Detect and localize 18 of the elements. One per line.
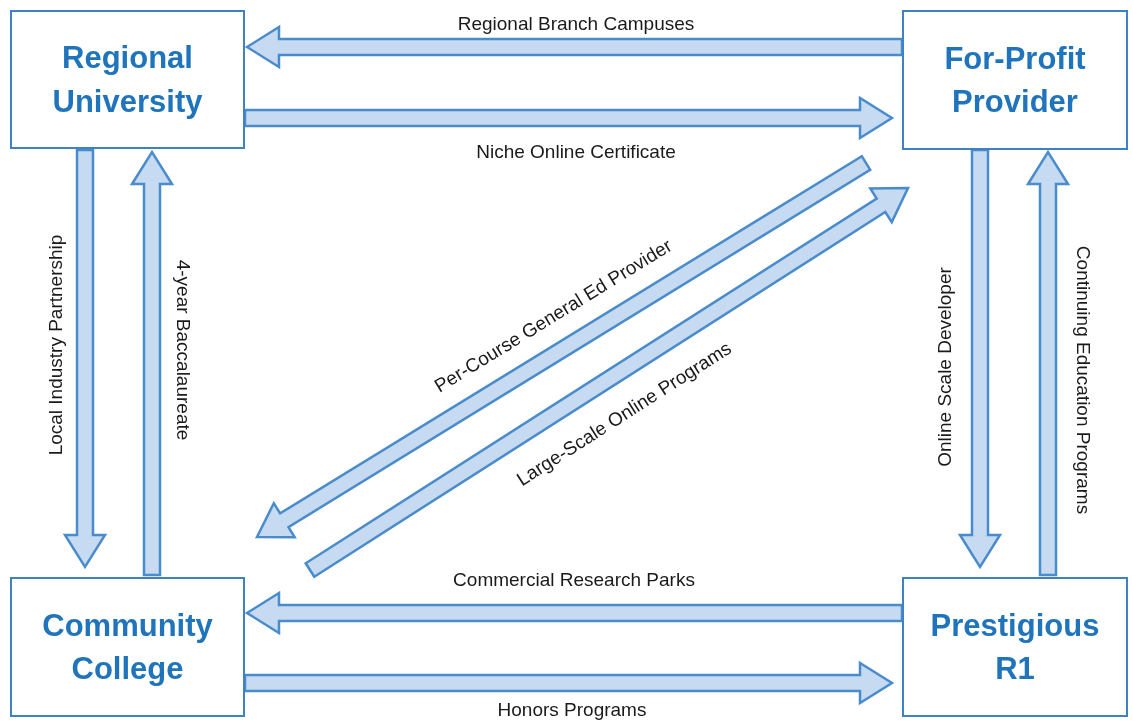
entity-box — [10, 577, 245, 717]
block-arrow — [957, 148, 1003, 570]
node-title: Regional University — [51, 39, 204, 121]
node-title: For-Profit Provider — [943, 39, 1087, 121]
block-arrow — [243, 660, 895, 706]
block-arrow — [244, 590, 904, 636]
entity-box — [902, 10, 1128, 150]
block-arrow — [243, 95, 895, 141]
block-arrow — [129, 149, 175, 577]
block-arrow — [62, 148, 108, 570]
block-arrow — [303, 186, 910, 579]
entity-box — [902, 577, 1128, 717]
entity-box — [10, 10, 245, 149]
node-title: Prestigious R1 — [929, 606, 1101, 688]
block-arrow — [1025, 149, 1071, 577]
node-title: Community College — [41, 606, 214, 688]
block-arrow — [255, 154, 872, 539]
block-arrow — [244, 24, 904, 70]
